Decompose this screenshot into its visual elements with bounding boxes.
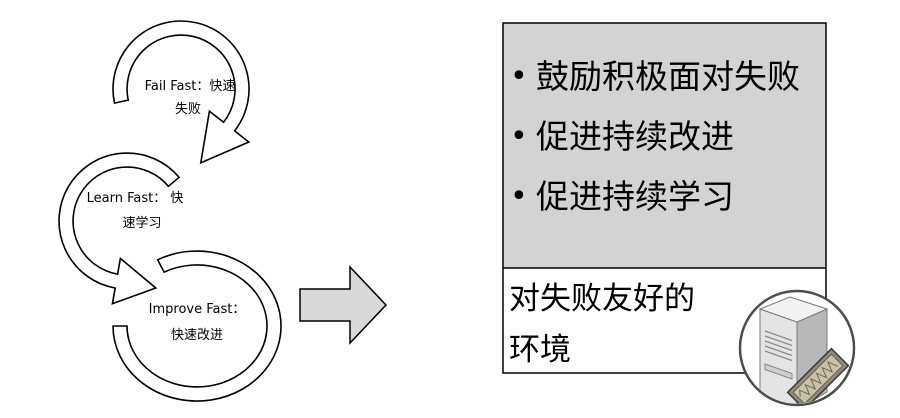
bullet-item: 促进持续学习	[536, 177, 734, 216]
server-icon	[738, 289, 856, 407]
panel-top-section	[503, 23, 826, 268]
server-tower-top	[758, 296, 829, 323]
server-vent-line	[764, 330, 793, 342]
right-arrow-icon	[299, 265, 388, 345]
fail-fast-arrow	[112, 20, 251, 165]
environment-caption-line2: 环境	[509, 332, 571, 368]
bullet-item: 鼓励积极面对失败	[536, 57, 800, 96]
benefits-panel: • 鼓励积极面对失败 • 促进持续改进 • 促进持续学习 对失败友好的 环境	[502, 22, 827, 374]
environment-caption-line1: 对失败友好的	[509, 281, 695, 317]
bullet-list: • 鼓励积极面对失败 • 促进持续改进 • 促进持续学习	[510, 57, 800, 216]
server-vents	[764, 330, 793, 362]
cycle-arrows: Fail Fast：快速 失败 Learn Fast： 快 速学习 Improv…	[58, 20, 282, 402]
learn-fast-arrow	[58, 152, 181, 305]
server-icon-artwork	[758, 296, 850, 404]
fail-fast-label-line1: Fail Fast：快速	[145, 79, 236, 94]
document-sheet	[786, 347, 850, 404]
server-vent-line	[764, 350, 793, 362]
bullet-marker: •	[510, 59, 528, 94]
improve-fast-label-line2: 快速改进	[171, 328, 223, 343]
bullet-item: 促进持续改进	[536, 117, 734, 156]
improve-fast-label-line1: Improve Fast：	[149, 302, 246, 317]
learn-fast-label-line2: 速学习	[122, 215, 161, 231]
panel-border	[502, 22, 827, 374]
bullet-marker: •	[510, 179, 528, 214]
bullet-marker: •	[510, 119, 528, 154]
document-sheet-pattern	[799, 361, 838, 397]
server-drive-bay	[764, 363, 793, 380]
server-vent-line	[764, 335, 793, 347]
fail-fast-label-line2: 失败	[175, 102, 201, 117]
server-vent-line	[764, 345, 793, 357]
learn-fast-label-line1: Learn Fast： 快	[87, 191, 184, 206]
improve-fast-ring	[112, 250, 282, 402]
server-vent-line	[764, 340, 793, 352]
